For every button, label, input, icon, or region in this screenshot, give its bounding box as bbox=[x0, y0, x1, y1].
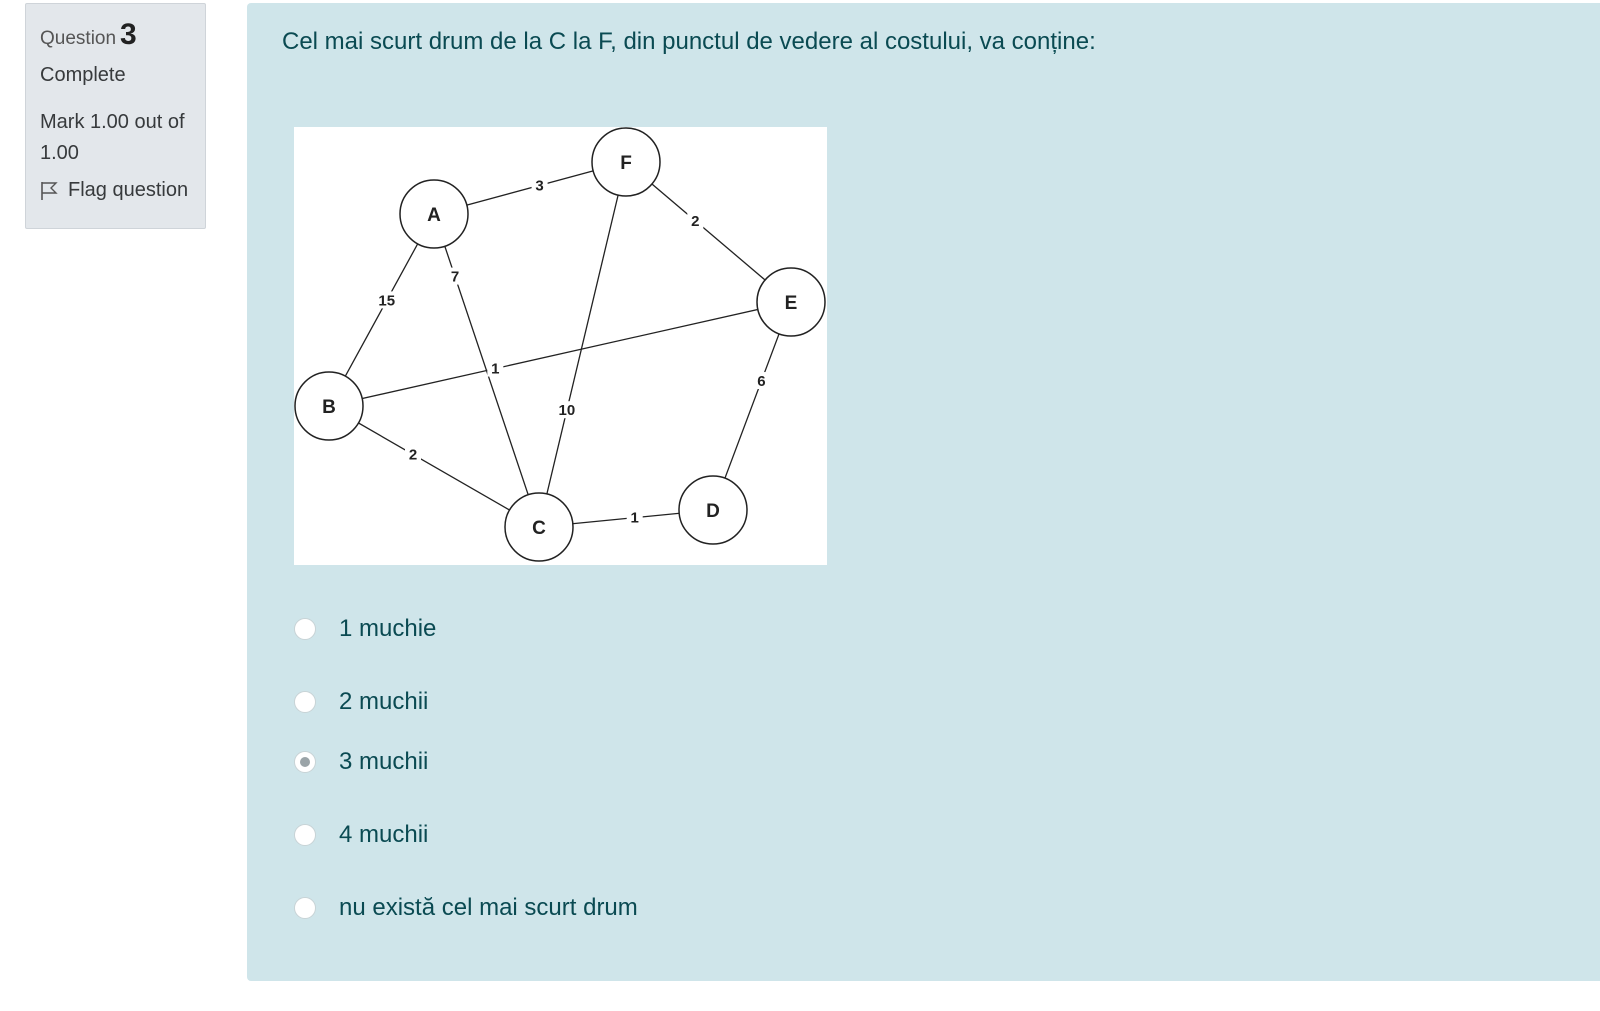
edge-weight-bg-F-C bbox=[558, 401, 575, 419]
flag-question-link[interactable]: Flag question bbox=[40, 179, 205, 202]
edge-weight-bg-E-D bbox=[753, 372, 770, 390]
question-content: Cel mai scurt drum de la C la F, din pun… bbox=[247, 3, 1600, 981]
answer-option-2[interactable]: 2 muchii bbox=[294, 688, 428, 716]
edge-weight-C-D: 1 bbox=[631, 510, 639, 527]
edge-weight-A-B: 15 bbox=[378, 292, 395, 309]
answer-option-1[interactable]: 1 muchie bbox=[294, 615, 436, 643]
answer-option-3[interactable]: 3 muchii bbox=[294, 748, 428, 776]
question-label: Question bbox=[40, 28, 117, 49]
graph-diagram: 3 2 15 7 10 1 2 1 6 A B C D E F bbox=[294, 127, 826, 562]
edge-E-D bbox=[712, 301, 792, 511]
edge-weight-bg-F-E bbox=[687, 211, 704, 229]
edge-weight-bg-B-C bbox=[405, 445, 421, 463]
node-B bbox=[294, 371, 364, 441]
edge-B-E bbox=[328, 301, 792, 407]
edge-F-C bbox=[538, 161, 627, 528]
answer-label-4: 4 muchii bbox=[339, 821, 429, 848]
node-E bbox=[756, 267, 826, 337]
edge-weight-bg-A-B bbox=[378, 291, 395, 309]
answer-radio-5[interactable] bbox=[294, 897, 316, 919]
node-D bbox=[678, 475, 748, 545]
answer-label-5: nu există cel mai scurt drum bbox=[339, 894, 638, 921]
flag-icon bbox=[41, 181, 58, 200]
answer-label-1: 1 muchie bbox=[339, 615, 437, 642]
edge-B-C bbox=[328, 405, 540, 528]
question-grade: Mark 1.00 out of 1.00 bbox=[40, 111, 185, 164]
answer-radio-2[interactable] bbox=[294, 691, 316, 713]
node-C bbox=[504, 492, 574, 562]
node-F bbox=[591, 127, 661, 197]
node-A bbox=[399, 179, 469, 249]
edge-weight-bg-A-F bbox=[531, 176, 548, 194]
question-text: Cel mai scurt drum de la C la F, din pun… bbox=[282, 28, 1096, 55]
edge-weight-B-E: 1 bbox=[491, 361, 499, 378]
edge-weight-A-F: 3 bbox=[535, 177, 543, 194]
flag-question-label: Flag question bbox=[68, 179, 189, 201]
node-label-E: E bbox=[785, 293, 798, 314]
node-label-C: C bbox=[532, 518, 546, 539]
edge-weight-bg-C-D bbox=[626, 508, 643, 526]
edge-weight-bg-B-E bbox=[487, 359, 504, 377]
edge-F-E bbox=[625, 161, 792, 303]
node-label-F: F bbox=[620, 153, 632, 174]
edge-weight-bg-A-C bbox=[447, 267, 463, 285]
edge-weight-F-E: 2 bbox=[691, 213, 699, 230]
answer-label-3: 3 muchii bbox=[339, 748, 429, 775]
edge-weight-A-C: 7 bbox=[451, 269, 459, 286]
question-state: Complete bbox=[40, 64, 126, 86]
edge-A-B bbox=[328, 213, 435, 407]
answer-radio-1[interactable] bbox=[294, 618, 316, 640]
answer-option-4[interactable]: 4 muchii bbox=[294, 821, 428, 849]
answer-radio-3[interactable] bbox=[294, 751, 316, 773]
edge-weight-B-C: 2 bbox=[409, 446, 417, 463]
edge-weight-F-C: 10 bbox=[558, 402, 575, 419]
question-number: 3 bbox=[120, 18, 137, 51]
node-label-D: D bbox=[706, 501, 720, 522]
graph-image: 3 2 15 7 10 1 2 1 6 A B C D E F bbox=[294, 127, 827, 565]
answer-label-2: 2 muchii bbox=[339, 688, 429, 715]
node-label-A: A bbox=[427, 205, 441, 226]
answer-option-5[interactable]: nu există cel mai scurt drum bbox=[294, 894, 638, 922]
node-label-B: B bbox=[322, 397, 336, 418]
answer-radio-4[interactable] bbox=[294, 824, 316, 846]
edge-weight-E-D: 6 bbox=[757, 373, 765, 390]
